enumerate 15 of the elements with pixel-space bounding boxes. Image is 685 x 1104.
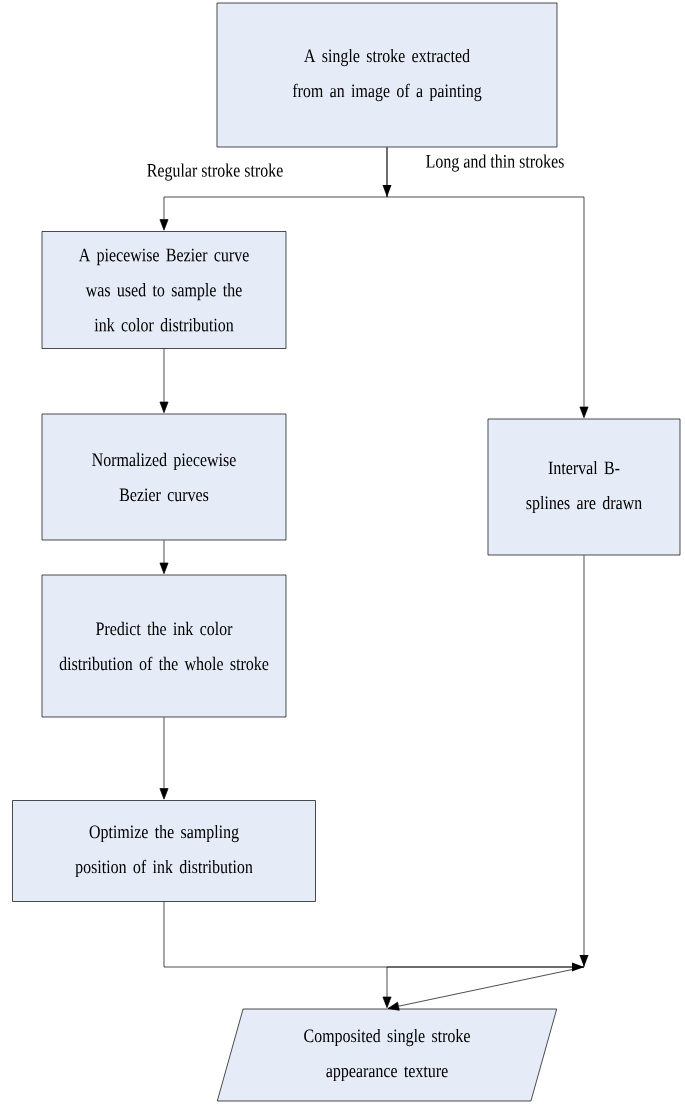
process-box: Predict the ink color distribution of the whole stroke [41,574,287,718]
process-box: Optimize the sampling position of ink distribution [12,800,316,902]
arrow [159,540,169,574]
connector [386,147,589,418]
connector [382,555,585,1008]
output-parallelogram: Composited single stroke appearance texture [216,1008,558,1102]
process-box: Normalized piecewise Bezier curves [41,413,287,541]
arrow [159,348,169,413]
process-box: A single stroke extracted from an image of a painting [216,2,558,148]
process-box: Interval B-splines are drawn [487,418,681,556]
arrowhead [579,955,589,967]
edge-label: Regular stroke stroke [145,162,285,182]
process-box: A piecewise Bezier curve was used to sample the ink color distribution [41,231,287,349]
edge-label: Long and thin strokes [424,153,566,173]
arrow [159,717,169,800]
